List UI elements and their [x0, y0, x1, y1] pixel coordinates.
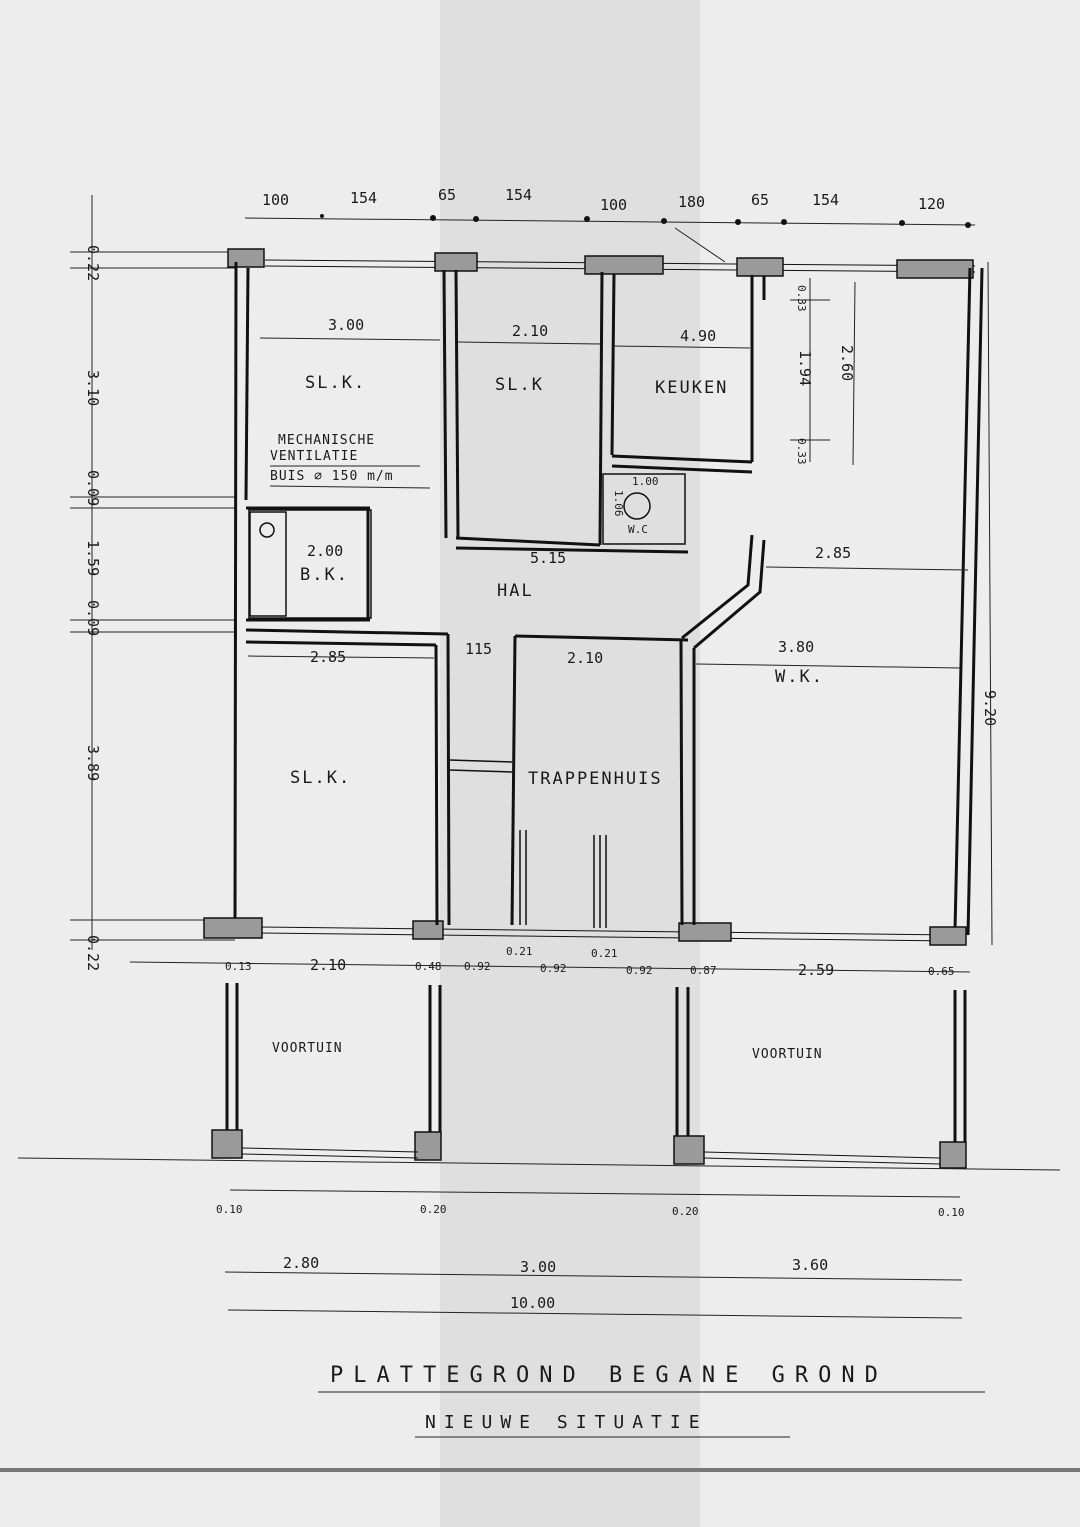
left-dim-3: 0.09: [84, 470, 102, 506]
room-width-bk: 2.00: [307, 542, 343, 560]
room-name-slk-tl: SL.K.: [305, 373, 366, 393]
bottom-small-4: 0.10: [938, 1206, 965, 1219]
room-name-bk: B.K.: [300, 565, 349, 585]
left-dim-6: 3.89: [84, 745, 102, 781]
room-labels: 3.00 SL.K. 2.10 SL.K 4.90 KEUKEN MECHANI…: [247, 316, 969, 789]
interior-walls: [245, 269, 766, 928]
room-width-keuken: 4.90: [680, 327, 716, 345]
left-dim-4: 1.59: [84, 540, 102, 576]
front-dim-11: 0.65: [928, 965, 955, 978]
wc-width: 1.00: [632, 475, 659, 488]
bottom-small-3: 0.20: [672, 1205, 699, 1218]
left-dim-1: 0.22: [84, 245, 102, 281]
top-dim-4: 154: [505, 186, 532, 204]
room-name-slk-tm: SL.K: [495, 375, 544, 395]
bottom-bay-2: 3.00: [520, 1258, 556, 1276]
hal-length: 5.15: [530, 549, 566, 567]
drawing-title: PLATTEGROND BEGANE GROND: [330, 1363, 888, 1388]
front-dim-2: 2.10: [310, 956, 346, 974]
total-width: 10.00: [510, 1294, 555, 1312]
garden-left-label: VOORTUIN: [272, 1041, 343, 1056]
top-dim-5: 100: [600, 196, 627, 214]
outer-walls: [203, 248, 984, 946]
top-dim-3: 65: [438, 186, 456, 204]
top-dim-8: 154: [812, 191, 839, 209]
front-dim-8: 0.92: [626, 964, 653, 977]
ventilation-note-3: BUIS ∅ 150 m/m: [270, 469, 394, 484]
bottom-bay-3: 3.60: [792, 1256, 828, 1274]
wc-depth: 1.06: [612, 490, 625, 517]
bottom-small-2: 0.20: [420, 1203, 447, 1216]
bottom-dimension-strings: 0.10 0.20 0.20 0.10 2.80 3.00 3.60 10.00: [216, 1189, 965, 1319]
top-dim-1: 100: [262, 191, 289, 209]
front-dimension-string: 0.13 2.10 0.48 0.92 0.21 0.92 0.21 0.92 …: [129, 945, 971, 979]
corridor-width: 115: [465, 640, 492, 658]
right-dim-4: 2.60: [838, 345, 856, 381]
overall-depth: 9.20: [981, 690, 999, 726]
room-width-trappenhuis: 2.10: [567, 649, 603, 667]
front-dim-3: 0.48: [415, 960, 442, 973]
garden-right-label: VOORTUIN: [752, 1047, 823, 1062]
room-name-wk: W.K.: [775, 667, 824, 687]
front-dim-10: 2.59: [798, 961, 834, 979]
left-dim-2: 3.10: [84, 370, 102, 406]
front-dim-1: 0.13: [225, 960, 252, 973]
room-name-keuken: KEUKEN: [655, 378, 728, 398]
right-dim-3: 0.33: [795, 438, 808, 465]
room-width-wk: 3.80: [778, 638, 814, 656]
front-gardens: VOORTUIN VOORTUIN: [17, 983, 1061, 1171]
top-dim-7: 65: [751, 191, 769, 209]
room-name-slk-bl: SL.K.: [290, 768, 351, 788]
left-dim-5: 0.09: [84, 600, 102, 636]
left-dimension-string: 0.22 3.10 0.09 1.59 0.09 3.89 0.22: [70, 195, 235, 971]
ventilation-note-2: VENTILATIE: [270, 449, 358, 464]
room-name-trappenhuis: TRAPPENHUIS: [528, 769, 663, 789]
right-dim-2: 1.94: [796, 350, 814, 386]
room-width-slk-tl: 3.00: [328, 316, 364, 334]
room-depth-wk: 2.85: [815, 544, 851, 562]
front-dim-7: 0.21: [591, 947, 618, 960]
top-dimension-string: 100 154 65 154 100 180 65 154 120: [244, 186, 976, 263]
ventilation-note-1: MECHANISCHE: [278, 433, 375, 448]
room-name-wc: W.C: [628, 523, 648, 536]
front-dim-5: 0.21: [506, 945, 533, 958]
drawing-subtitle: NIEUWE SITUATIE: [425, 1412, 708, 1433]
bottom-small-1: 0.10: [216, 1203, 243, 1216]
top-dim-9: 120: [918, 195, 945, 213]
front-dim-4: 0.92: [464, 960, 491, 973]
top-dim-6: 180: [678, 193, 705, 211]
front-dim-6: 0.92: [540, 962, 567, 975]
left-dim-7: 0.22: [84, 935, 102, 971]
right-dim-1: 0.33: [795, 285, 808, 312]
title-block: PLATTEGROND BEGANE GROND NIEUWE SITUATIE: [318, 1363, 985, 1438]
front-dim-9: 0.87: [690, 964, 717, 977]
room-name-hal: HAL: [497, 581, 534, 601]
room-width-slk-tm: 2.10: [512, 322, 548, 340]
bottom-bay-1: 2.80: [283, 1254, 319, 1272]
top-dim-2: 154: [350, 189, 377, 207]
right-dimension-string: 0.33 1.94 0.33 2.60 9.20: [790, 261, 999, 946]
